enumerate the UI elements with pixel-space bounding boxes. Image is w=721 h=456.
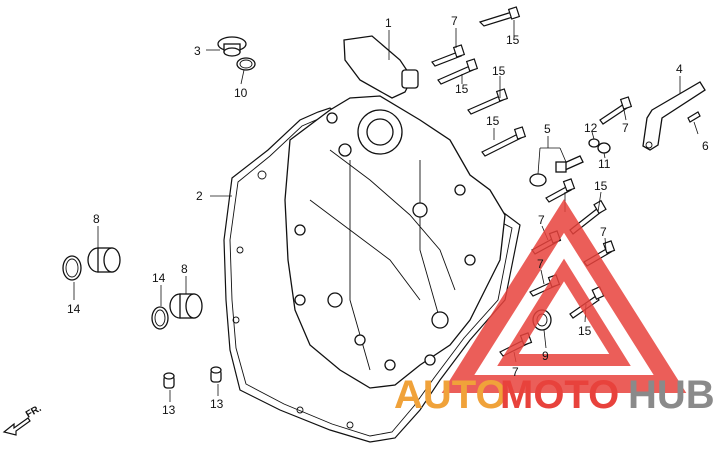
callout-5: 5 [544,122,551,136]
bushing-part-8-right [169,293,203,319]
callout-9: 9 [542,349,549,363]
callout-8b: 8 [181,262,188,276]
watermark-text-auto: AUTO [394,373,507,417]
bracket-part-4 [642,81,706,151]
callout-7b: 7 [622,121,629,135]
watermark-text-moto: MOTO [500,373,619,417]
dowel-part-13-right [210,366,222,383]
bushing-part-8-left [87,247,121,273]
front-direction-arrow: FR. [2,403,44,436]
callout-15f: 15 [578,324,592,338]
callout-7f: 7 [512,365,519,379]
front-label: FR. [24,403,44,421]
callout-11: 11 [598,157,611,171]
dowel-part-13-left [163,372,175,389]
callout-14a: 14 [152,271,166,285]
watermark-triangle [441,199,687,393]
callout-4: 4 [676,62,683,76]
washer-part-12 [588,138,600,148]
callout-2: 2 [196,189,203,203]
callout-15a: 15 [506,33,520,47]
callout-12: 12 [584,121,598,135]
callout-15b: 15 [455,82,469,96]
o-ring-part-14-left [62,255,82,281]
o-ring-part-14-right [151,306,169,330]
callout-13a: 13 [162,403,176,417]
watermark-logo: AUTO MOTO HUB [394,199,715,417]
callout-7d: 7 [600,225,607,239]
callout-15c: 15 [492,64,506,78]
nut-part-11 [597,142,611,154]
callout-3: 3 [194,44,201,58]
callout-13b: 13 [210,397,224,411]
callout-1: 1 [385,16,392,30]
callout-15d: 15 [486,114,500,128]
crankcase-part-1 [232,35,506,429]
callout-7c: 7 [538,213,545,227]
o-ring-part-10 [236,57,256,71]
callout-10: 10 [234,86,248,100]
callout-14b: 14 [67,302,81,316]
callout-labels: 1 2 3 4 5 6 7 7 7 7 7 7 8 8 9 10 11 12 1… [67,14,709,417]
callout-8a: 8 [93,212,100,226]
plug-part-3 [217,36,247,57]
callout-15e: 15 [594,179,608,193]
arrow-icon [2,417,31,436]
callout-7e: 7 [537,257,544,271]
callout-6: 6 [702,139,709,153]
watermark-inner-triangle [497,258,631,366]
sensor-part-5 [529,155,584,187]
callout-7a: 7 [451,14,458,28]
watermark-text-hub: HUB [628,373,715,417]
